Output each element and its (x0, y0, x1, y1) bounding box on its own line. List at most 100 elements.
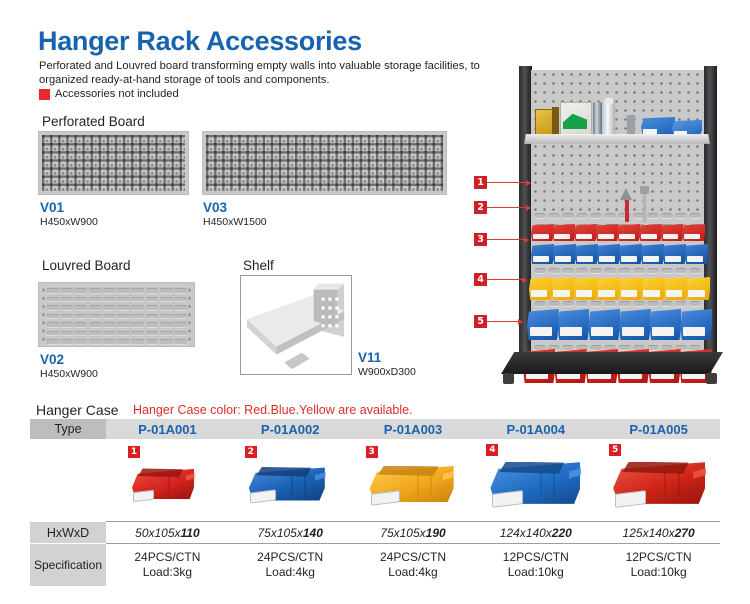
rack-callout-4: 4 (474, 273, 527, 286)
product-code-1: P-01A001 (106, 419, 229, 439)
pcs-per-carton-3: 24PCS/CTN (379, 550, 446, 564)
product-image-cell-3: 3 (351, 439, 475, 522)
callout-line-1 (487, 181, 526, 184)
product-code-3: P-01A003 (351, 419, 475, 439)
intro-line-1: Perforated and Louvred board transformin… (39, 60, 468, 72)
callout-arrow-3 (524, 236, 529, 243)
board-code-v03: V03 (203, 200, 228, 215)
dim-depth-3: 190 (425, 525, 446, 540)
hanger-case-heading: Hanger Case (36, 402, 119, 418)
dimensions-2: 75x105x140 (228, 521, 352, 544)
shelf-box-yellow (535, 109, 553, 137)
rack-bin-row-1 (531, 224, 705, 241)
hanger-case-color-note: Hanger Case color: Red.Blue.Yellow are a… (133, 403, 413, 417)
rack-top-shelf (524, 134, 710, 144)
product-code-5: P-01A005 (597, 419, 720, 439)
product-image-cell-2: 2 (228, 439, 352, 522)
dimensions-5: 125x140x270 (597, 521, 720, 544)
table-row-type: Type P-01A001 P-01A002 P-01A003 P-01A004… (30, 419, 720, 439)
rack-bin-row-2 (531, 244, 708, 264)
shelf-bin-label-2 (674, 131, 687, 136)
section-heading-louvred-board: Louvred Board (42, 258, 131, 273)
dimensions-1: 50x105x110 (106, 521, 229, 544)
dim-prefix-4: 124x140x (499, 525, 552, 540)
rack-base (501, 352, 723, 374)
board-dims-v01: H450xW900 (40, 216, 98, 228)
callout-line-4 (487, 278, 522, 281)
pcs-per-carton-1: 24PCS/CTN (134, 550, 201, 564)
perforated-board-v03-image (202, 131, 447, 195)
louvre-slot-pattern (46, 287, 187, 345)
red-square-icon (39, 89, 50, 100)
tool-wrench-head (640, 186, 649, 194)
dim-prefix-1: 50x105x (135, 525, 181, 540)
dim-prefix-3: 75x105x (380, 525, 426, 540)
pcs-per-carton-5: 12PCS/CTN (625, 550, 692, 564)
shelf-v11-image (240, 275, 352, 375)
board-dims-v03: H450xW1500 (203, 216, 267, 228)
page-title: Hanger Rack Accessories (38, 26, 362, 56)
dimensions-4: 124x140x220 (474, 521, 598, 544)
row-label-specification: Specification (30, 543, 106, 586)
dim-depth-2: 140 (302, 525, 323, 540)
section-heading-shelf: Shelf (243, 258, 274, 273)
callout-arrow-5 (518, 318, 523, 325)
badge-2: 2 (244, 446, 257, 458)
pcs-per-carton-2: 24PCS/CTN (257, 550, 324, 564)
callout-number-4: 4 (474, 273, 487, 286)
hanger-case-spec-table: Type P-01A001 P-01A002 P-01A003 P-01A004… (30, 419, 720, 586)
badge-5: 5 (609, 444, 622, 456)
shelf-bin-label-1 (643, 129, 657, 135)
rack-bin-row-3 (529, 277, 710, 300)
dim-depth-1: 110 (180, 525, 200, 540)
rack-foot-left (503, 373, 514, 384)
callout-number-1: 1 (474, 176, 487, 189)
product-image-cell-5: 5 (597, 439, 720, 522)
louvre-edge-right (187, 286, 192, 343)
badge-4: 4 (486, 444, 499, 456)
accessories-note-label: Accessories not included (55, 88, 179, 100)
tool-wrench (643, 190, 646, 222)
rack-callout-2: 2 (474, 201, 531, 214)
shelf-tool-grey (627, 115, 635, 137)
load-capacity-4: Load:10kg (507, 565, 564, 579)
board-code-v01: V01 (40, 200, 65, 215)
badge-1: 1 (128, 446, 140, 458)
row-label-type: Type (30, 419, 106, 439)
section-heading-perforated-board: Perforated Board (42, 114, 145, 129)
row-label-images-empty (30, 439, 106, 522)
intro-line-2: to organized ready-at-hand storage of to… (39, 60, 480, 86)
load-capacity-3: Load:4kg (388, 565, 438, 579)
product-image-cell-1: 1 (106, 439, 229, 522)
rack-callout-1: 1 (474, 176, 531, 189)
board-dims-v11: W900xD300 (358, 366, 416, 378)
shelf-illustration (241, 276, 351, 374)
load-capacity-2: Load:4kg (265, 565, 315, 579)
callout-number-2: 2 (474, 201, 487, 214)
louvred-board-v02-image (38, 282, 195, 347)
dim-prefix-2: 75x105x (257, 525, 303, 540)
callout-line-2 (487, 206, 526, 209)
dim-depth-5: 270 (674, 525, 695, 540)
product-image-cell-4: 4 (474, 439, 598, 522)
badge-3: 3 (365, 446, 378, 458)
load-capacity-1: Load:3kg (142, 565, 193, 579)
product-code-4: P-01A004 (474, 419, 598, 439)
perforation-holes (42, 136, 185, 191)
shelf-box-green-graphic (563, 113, 587, 129)
board-code-v02: V02 (40, 352, 65, 367)
intro-paragraph: Perforated and Louvred board transformin… (39, 60, 489, 87)
dimensions-3: 75x105x190 (351, 521, 475, 544)
pcs-per-carton-4: 12PCS/CTN (502, 550, 569, 564)
product-code-2: P-01A002 (228, 419, 352, 439)
load-capacity-5: Load:10kg (630, 565, 687, 579)
perforated-board-v01-image (38, 131, 189, 195)
shelf-box-brown (552, 107, 559, 137)
shelf-spray-can-grey (593, 102, 602, 137)
rack-callout-5: 5 (474, 315, 523, 328)
